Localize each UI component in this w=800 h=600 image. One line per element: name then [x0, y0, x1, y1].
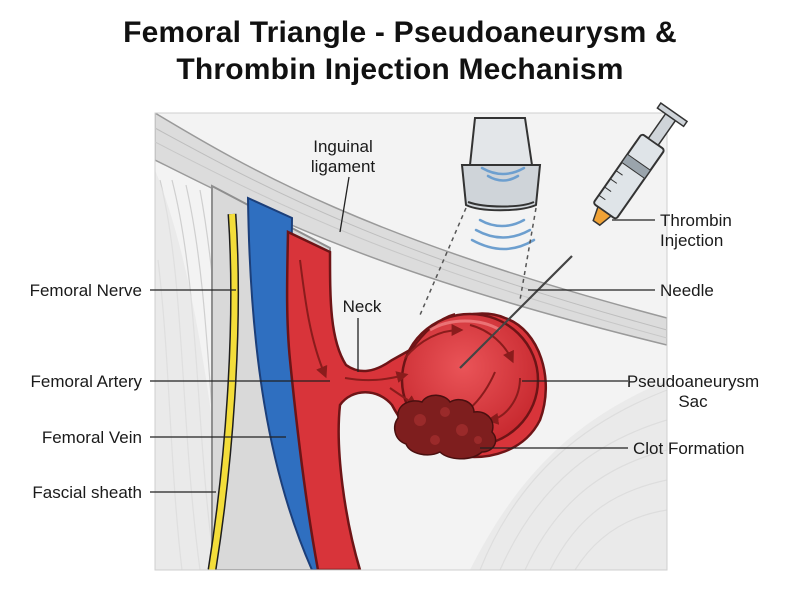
label-femoral-nerve: Femoral Nerve	[30, 281, 142, 300]
label-fascial-sheath: Fascial sheath	[32, 483, 142, 502]
label-inguinal-ligament-line-1: Inguinal	[313, 137, 373, 156]
label-pseudoaneurysm-sac-line-1: Pseudoaneurysm	[627, 372, 759, 391]
label-femoral-vein: Femoral Vein	[42, 428, 142, 447]
label-inguinal-ligament-line-2: ligament	[311, 157, 376, 176]
artery-and-sac	[285, 230, 548, 570]
label-pseudoaneurysm-sac-line-2: Sac	[678, 392, 708, 411]
title-line-2: Thrombin Injection Mechanism	[176, 53, 624, 86]
ultrasound-beam	[419, 207, 537, 316]
label-thrombin-injection-line-2: Injection	[660, 231, 723, 250]
panel-border	[154, 112, 668, 571]
ultrasound-probe	[460, 117, 542, 212]
title-line-1: Femoral Triangle - Pseudoaneurysm &	[123, 16, 677, 49]
syringe	[592, 102, 689, 227]
label-clot-formation: Clot Formation	[633, 439, 744, 458]
label-thrombin-injection-line-1: Thrombin	[660, 211, 732, 230]
leader-lines	[150, 176, 655, 493]
needle	[459, 255, 573, 369]
label-femoral-artery: Femoral Artery	[31, 372, 143, 391]
tissue-panel	[155, 113, 667, 570]
diagram-title: Femoral Triangle - Pseudoaneurysm & Thro…	[0, 14, 800, 88]
label-neck: Neck	[343, 297, 382, 316]
clot-formation	[393, 394, 497, 460]
ultrasound-waves	[470, 166, 536, 251]
label-needle: Needle	[660, 281, 714, 300]
